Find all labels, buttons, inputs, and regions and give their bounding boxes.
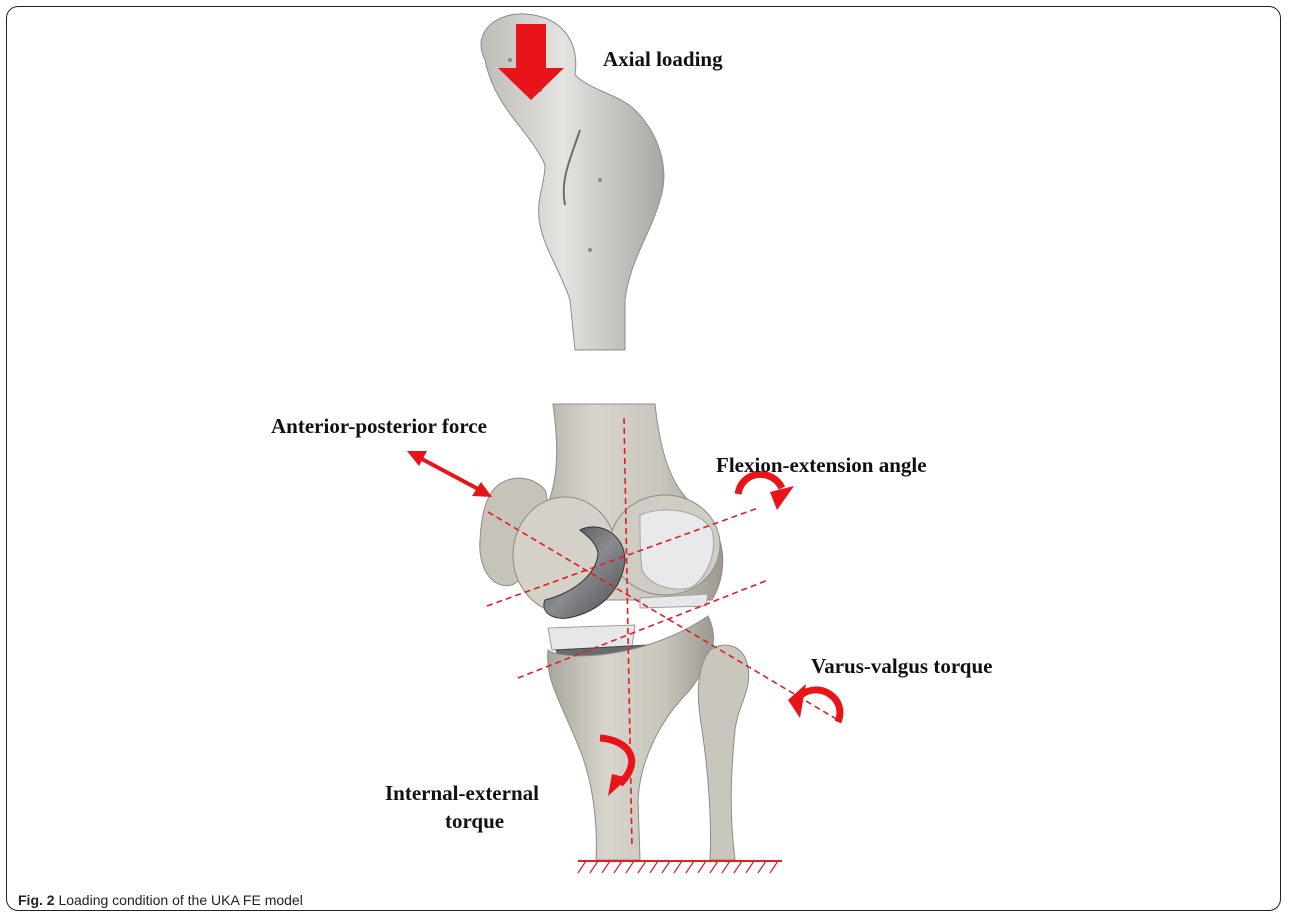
figure-caption: Fig. 2 Loading condition of the UKA FE m… — [18, 892, 303, 908]
label-internal-external-1: Internal-external — [385, 780, 539, 806]
double-headed-arrow-icon — [407, 451, 492, 497]
label-internal-external-2: torque — [445, 808, 504, 834]
label-varus-valgus: Varus-valgus torque — [811, 653, 992, 679]
caption-number: Fig. 2 — [18, 892, 55, 908]
ground-hatch-icon — [578, 861, 782, 873]
caption-text: Loading condition of the UKA FE model — [58, 892, 302, 908]
label-axial-loading: Axial loading — [603, 46, 723, 72]
label-anterior-posterior: Anterior-posterior force — [271, 413, 487, 439]
flexion-curved-arrow-icon — [738, 474, 794, 510]
label-flexion-extension: Flexion-extension angle — [716, 452, 927, 478]
